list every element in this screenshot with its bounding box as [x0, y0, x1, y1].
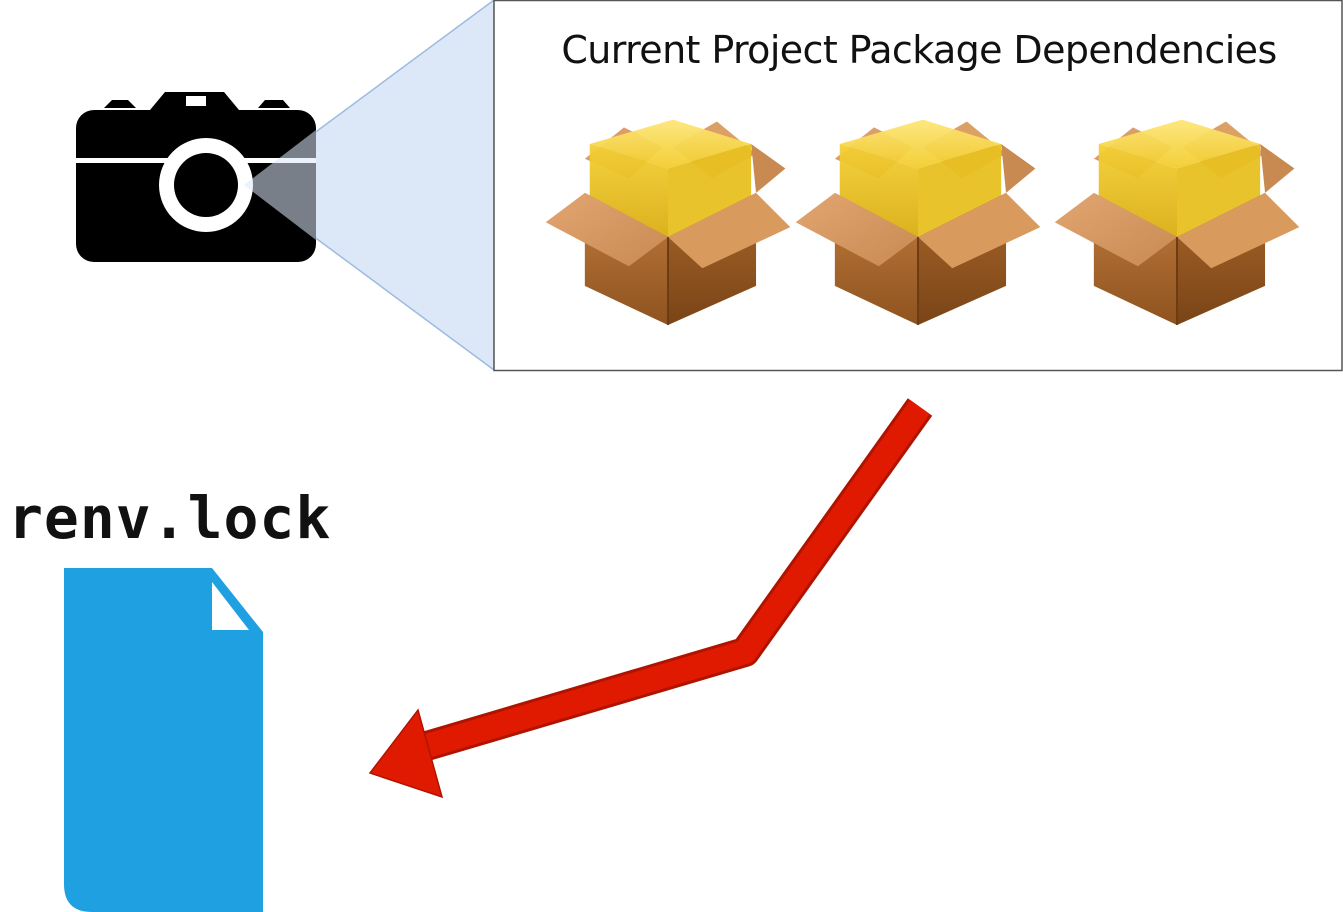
camera-icon	[76, 92, 316, 262]
document-icon	[64, 568, 263, 912]
lockfile-label: renv.lock	[8, 484, 332, 552]
view-cone-overlay	[244, 130, 316, 240]
red-bent-arrow	[368, 398, 933, 799]
snapshot-box-title: Current Project Package Dependencies	[561, 28, 1277, 72]
